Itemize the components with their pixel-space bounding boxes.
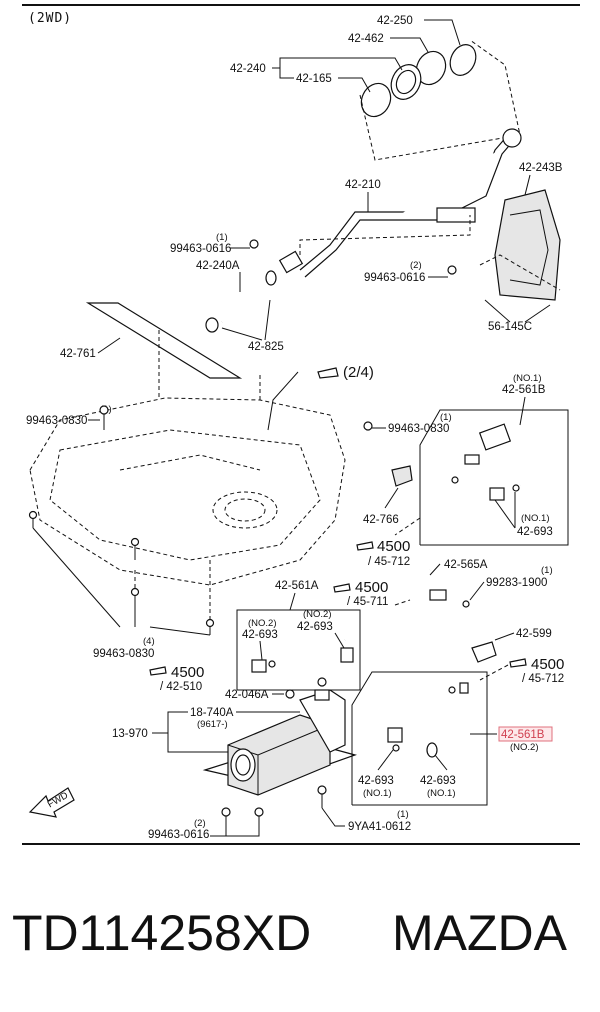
bolt-icon (317, 785, 327, 795)
evap-hose-42-565A (423, 569, 502, 663)
no2-label-hl: (NO.2) (510, 742, 539, 753)
callout-42-165: 42-165 (296, 73, 332, 85)
callout-42-825: 42-825 (248, 341, 284, 353)
qty-99463-0616-b: (2) (410, 260, 422, 271)
callout-99463-0830-c: 99463-0830 (93, 648, 154, 660)
callout-99463-0830-b: 99463-0830 (388, 423, 449, 435)
callout-18-740A-sub: (9617-) (197, 719, 228, 730)
callout-42-565A: 42-565A (444, 559, 488, 571)
reference-4500-c: 4500 (171, 664, 204, 681)
tank-bolts (28, 510, 215, 635)
callout-42-599: 42-599 (516, 628, 552, 640)
reference-4500-b: 4500 (355, 579, 388, 596)
callout-99463-0616-b: 99463-0616 (364, 272, 425, 284)
qty-9YA41: (1) (397, 809, 409, 820)
callout-42-462: 42-462 (348, 33, 384, 45)
no1-label-low-a: (NO.1) (363, 788, 392, 799)
hand-pointer-icon (509, 658, 527, 668)
callout-42-240A: 42-240A (196, 260, 240, 272)
filler-pipe-group (205, 128, 561, 333)
callout-42-693-top: 42-693 (517, 526, 553, 538)
reference-4500-a-sub: / 45-712 (368, 556, 410, 568)
fuel-tank (29, 397, 346, 586)
callout-42-766: 42-766 (363, 514, 399, 526)
qty-99463-0830-b: (1) (440, 412, 452, 423)
reference-4500-d: 4500 (531, 656, 564, 673)
callout-99283-1900: 99283-1900 (486, 577, 547, 589)
reference-4500-a: 4500 (377, 538, 410, 555)
callout-42-243B: 42-243B (519, 162, 563, 174)
exploded-parts-diagram: 42-250 42-462 42-240 42-165 42-210 42-24… (26, 15, 569, 841)
callout-13-970: 13-970 (112, 728, 148, 740)
hand-pointer-icon (333, 583, 351, 593)
callout-42-761: 42-761 (60, 348, 96, 360)
bolt-icon (221, 807, 231, 817)
callout-42-693-no2-b: 42-693 (297, 621, 333, 633)
hand-pointer-icon (317, 367, 339, 379)
qty-99463-0830-c: (4) (143, 636, 155, 647)
reference-4500-c-sub: / 42-510 (160, 681, 202, 693)
callout-42-250: 42-250 (377, 15, 413, 27)
highlight-42-561B (498, 726, 553, 742)
callout-42-693-low-a: 42-693 (358, 775, 394, 787)
callout-42-046A: 42-046A (225, 689, 269, 701)
callout-42-693-low-b: 42-693 (420, 775, 456, 787)
callout-42-240: 42-240 (230, 63, 266, 75)
no1-label-low-b: (NO.1) (427, 788, 456, 799)
hand-pointer-icon (149, 666, 167, 676)
no1-label-top: (NO.1) (513, 373, 542, 384)
heat-insulator-42-761 (85, 302, 243, 379)
qty-99463-0616-a: (1) (216, 232, 228, 243)
callout-56-145C: 56-145C (488, 321, 532, 333)
no2-label-b: (NO.2) (303, 609, 332, 620)
clip-42-766 (391, 465, 413, 487)
no2-label-a: (NO.2) (248, 618, 277, 629)
reference-4500-b-sub: / 45-711 (347, 596, 388, 608)
qty-99463-0616-c: (2) (194, 818, 206, 829)
callout-42-561A: 42-561A (275, 580, 319, 592)
bottom-rule (22, 843, 580, 845)
brand-name: MAZDA (392, 905, 567, 961)
top-rule (22, 4, 580, 6)
fwd-arrow-icon: FWD (28, 787, 75, 818)
qty-99283: (1) (541, 565, 553, 576)
callout-42-210: 42-210 (345, 179, 381, 191)
callout-42-561B-highlight: 42-561B (501, 729, 545, 741)
reference-2-4: (2/4) (343, 364, 374, 381)
callout-18-740A: 18-740A (190, 707, 234, 719)
no1-label-693: (NO.1) (521, 513, 550, 524)
callout-9YA41-0612: 9YA41-0612 (348, 821, 411, 833)
reference-4500-d-sub: / 45-712 (522, 673, 564, 685)
evap-hose-no2-box (351, 671, 488, 806)
hand-pointer-icon (356, 541, 374, 551)
part-number: TD114258XD (12, 905, 312, 961)
callout-42-693-no2-a: 42-693 (242, 629, 278, 641)
callout-99463-0616-a: 99463-0616 (170, 243, 231, 255)
callout-99463-0830-a: 99463-0830 (26, 415, 87, 427)
evap-hose-no1-box (419, 409, 569, 546)
callout-42-561B-top: 42-561B (502, 384, 546, 396)
callout-99463-0616-c: 99463-0616 (148, 829, 209, 841)
bolt-icon (254, 807, 264, 817)
variant-label: (2WD) (28, 11, 73, 26)
charcoal-canister (202, 677, 358, 796)
